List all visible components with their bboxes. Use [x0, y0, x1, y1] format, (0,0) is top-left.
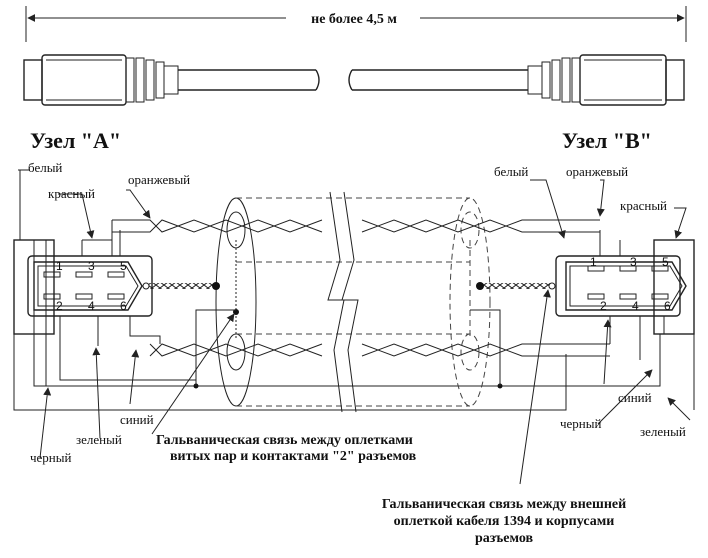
note-pairs-line1: Гальваническая связь между оплетками — [156, 433, 413, 448]
connector-b: 1 3 5 2 4 6 — [565, 255, 687, 313]
pin-b-4: 4 — [632, 299, 639, 313]
label-a-white: белый — [28, 160, 62, 175]
pin-b-3: 3 — [630, 255, 637, 269]
twisted-pair-bottom — [149, 343, 610, 357]
plug-a-drawing — [23, 54, 320, 106]
pin-a-2: 2 — [56, 299, 63, 313]
pin-b-2: 2 — [600, 299, 607, 313]
label-a-green: зеленый — [76, 432, 122, 447]
note-pair-shields: Гальваническая связь между оплетками вит… — [156, 433, 417, 464]
note-shield-line1: Гальваническая связь между внешней — [382, 497, 626, 512]
label-b-blue: синий — [618, 390, 652, 405]
plug-b-drawing — [348, 54, 685, 106]
connector-a: 1 3 5 2 4 6 — [33, 259, 143, 313]
note-shield-line3: разъемов — [475, 531, 534, 546]
node-b-title: Узел "B" — [562, 128, 652, 153]
label-b-green: зеленый — [640, 424, 686, 439]
junction-left — [212, 282, 220, 290]
pin-a-6: 6 — [120, 299, 127, 313]
note-pairs-line2: витых пар и контактами "2" разъемов — [170, 449, 417, 464]
length-dimension-label: не более 4,5 м — [311, 12, 397, 27]
pin-b-5: 5 — [662, 255, 669, 269]
label-a-orange: оранжевый — [128, 172, 190, 187]
pin-b-6: 6 — [664, 299, 671, 313]
wiring-schematic: 1 3 5 2 4 6 1 3 5 2 4 6 — [13, 169, 695, 485]
note-outer-shield: Гальваническая связь между внешней оплет… — [382, 497, 626, 546]
pin-b-1: 1 — [590, 255, 597, 269]
label-b-red: красный — [620, 198, 667, 213]
pin-a-4: 4 — [88, 299, 95, 313]
pin-a-1: 1 — [56, 259, 63, 273]
label-a-blue: синий — [120, 412, 154, 427]
label-a-black: черный — [30, 450, 71, 465]
pin-a-5: 5 — [120, 259, 127, 273]
cable-illustration: не более 4,5 м — [23, 6, 687, 106]
note-shield-line2: оплеткой кабеля 1394 и корпусами — [394, 514, 615, 529]
twisted-pair-top — [112, 219, 600, 233]
label-b-orange: оранжевый — [566, 164, 628, 179]
label-b-white: белый — [494, 164, 528, 179]
pin-a-3: 3 — [88, 259, 95, 273]
label-b-black: черный — [560, 416, 601, 431]
label-a-red: красный — [48, 186, 95, 201]
junction-right — [476, 282, 484, 290]
node-a-title: Узел "A" — [30, 128, 121, 153]
shield-ellipse-right — [449, 197, 491, 407]
